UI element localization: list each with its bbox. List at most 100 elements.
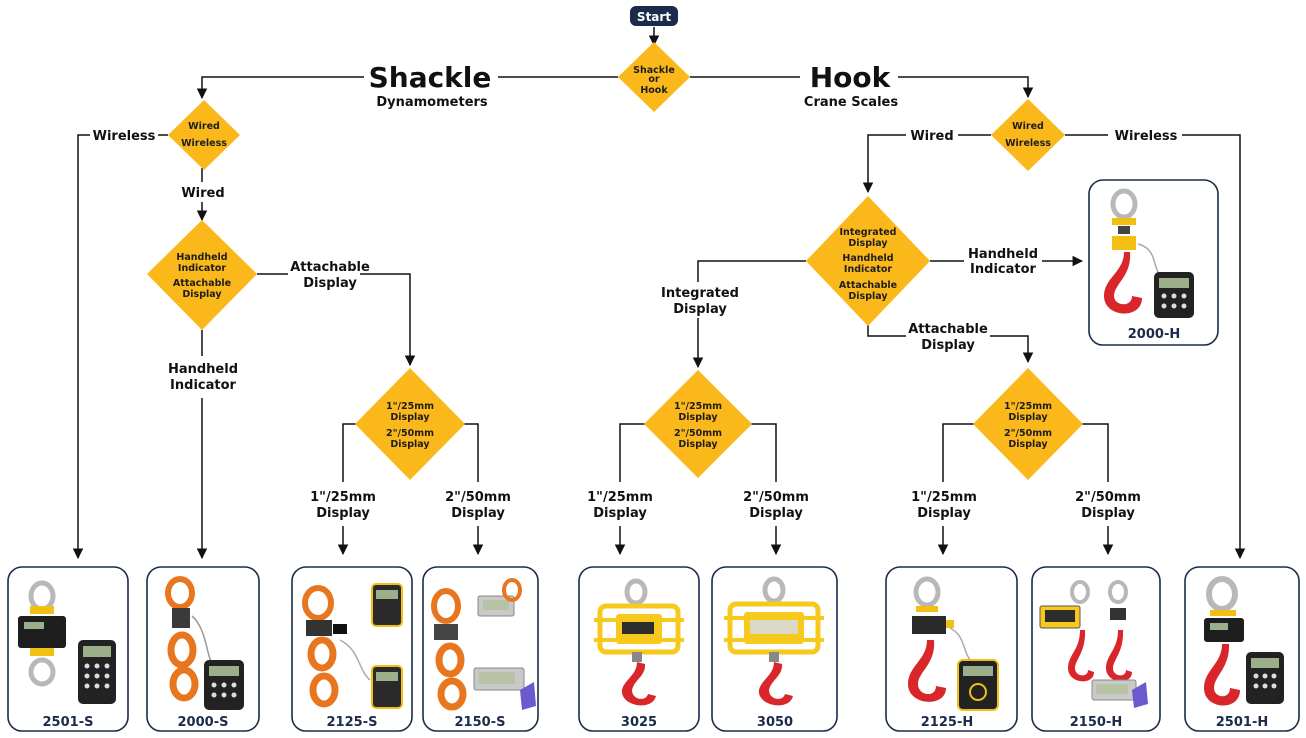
i-size-line2: Display [678,412,718,423]
product-label-3050: 3050 [757,715,793,730]
root-line1: Shackle [633,65,675,76]
label-h-attachable-1: Attachable [908,322,988,337]
indicator-line2: Indicator [178,263,226,274]
label-hook-wireless: Wireless [1115,129,1178,144]
label-s-attachable-2: Display [303,276,357,291]
product-image-2501-s [18,580,116,704]
hook-ww-line2: Wireless [1005,138,1051,149]
product-image-2150-s [431,578,536,711]
edge-s-small-top [342,423,365,482]
label-h-small-2: Display [917,506,971,521]
product-image-2150-h [1039,580,1148,708]
label-s-large-2: Display [451,506,505,521]
label-i-small-1: 1"/25mm [587,490,653,505]
hook-disp-line1: Integrated [840,227,897,238]
label-s-handheld-1: Handheld [168,362,238,377]
h-size-line1: 1"/25mm [1004,401,1052,412]
product-card-3050[interactable]: 3050 [711,566,838,732]
edge-shackle-wireless-down [72,134,90,560]
s-size-line3: 2"/50mm [386,428,434,439]
edge-integrated-top [697,260,806,282]
shackle-subtitle: Dynamometers [376,95,488,110]
decision-hook-display-type: Integrated Display Handheld Indicator At… [806,196,930,326]
hook-disp-line3: Handheld [842,253,893,264]
decision-root: Shackle or Hook [618,42,690,112]
indicator-line1: Handheld [176,252,227,263]
shackle-title: Shackle [369,61,492,94]
label-h-handheld-2: Indicator [970,262,1036,277]
edges [72,27,1246,560]
product-card-2150-h[interactable]: 2150-H [1031,566,1161,732]
product-image-2125-h [908,576,999,711]
decision-hook-wired-wireless: Wired Wireless [991,99,1065,171]
edge-hook-wired-wireless [898,76,1034,99]
h-size-line2: Display [1008,412,1048,423]
i-size-line3: 2"/50mm [674,428,722,439]
label-i-small-2: Display [593,506,647,521]
s-size-line4: Display [390,439,430,450]
indicator-line4: Display [182,289,222,300]
product-label-2125-s: 2125-S [327,715,378,730]
product-card-3025[interactable]: 3025 [578,566,700,732]
decision-indicator-display: Handheld Indicator Attachable Display [147,220,257,330]
product-card-2125-s[interactable]: 2125-S [291,566,413,732]
product-label-2501-h: 2501-H [1216,715,1268,730]
edge-hook-wired-down [862,134,906,194]
i-size-line1: 1"/25mm [674,401,722,412]
label-integrated-2: Display [673,302,727,317]
label-integrated-1: Integrated [661,286,739,301]
hook-disp-line2: Display [848,238,888,249]
edge-hook-attachable-left [867,322,906,337]
product-image-3050 [724,576,824,706]
label-h-attachable-2: Display [921,338,975,353]
edge-i-small-top [619,423,650,482]
product-label-3025: 3025 [621,715,657,730]
label-h-handheld-1: Handheld [968,247,1038,262]
edge-attachable-right [360,273,416,367]
edge-h-large-top [1078,423,1109,482]
product-image-2125-s [302,583,403,709]
product-card-2000-s[interactable]: 2000-S [146,566,260,732]
h-size-line4: Display [1008,439,1048,450]
product-image-3025 [594,578,684,706]
hook-title: Hook [810,61,892,94]
label-shackle-wired: Wired [181,186,224,201]
label-s-small-1: 1"/25mm [310,490,376,505]
decision-shackle-display-size: 1"/25mm Display 2"/50mm Display [355,368,465,480]
product-label-2150-s: 2150-S [455,715,506,730]
decision-integrated-display-size: 1"/25mm Display 2"/50mm Display [644,370,752,478]
decision-shackle-wired-wireless: Wired Wireless [168,100,240,170]
label-i-large-1: 2"/50mm [743,490,809,505]
hook-subtitle: Crane Scales [804,95,898,110]
label-s-handheld-2: Indicator [170,378,236,393]
i-size-line4: Display [678,439,718,450]
product-label-2501-s: 2501-S [43,715,94,730]
edge-s-large-top [455,423,479,482]
s-size-line1: 1"/25mm [386,401,434,412]
product-card-2125-h[interactable]: 2125-H [885,566,1018,732]
product-card-2501-h[interactable]: 2501-H [1184,566,1300,732]
s-size-line2: Display [390,412,430,423]
product-card-2501-s[interactable]: 2501-S [7,566,129,732]
product-card-2000-h[interactable]: 2000-H [1088,179,1219,346]
root-line2: or [648,74,660,85]
edge-shackle-wired-wireless [196,76,364,100]
product-label-2125-h: 2125-H [921,715,973,730]
indicator-line3: Attachable [173,278,231,289]
edge-i-large-top [744,423,777,482]
label-shackle-wireless: Wireless [93,129,156,144]
product-card-2150-s[interactable]: 2150-S [422,566,539,732]
h-size-line3: 2"/50mm [1004,428,1052,439]
label-s-large-1: 2"/50mm [445,490,511,505]
label-s-attachable-1: Attachable [290,260,370,275]
product-image-2000-h [1104,188,1194,318]
hook-disp-line6: Display [848,291,888,302]
label-h-small-1: 1"/25mm [911,490,977,505]
root-line3: Hook [640,85,668,96]
edge-hook-wireless-down [1182,134,1246,560]
start-label: Start [637,10,671,24]
hook-disp-line5: Attachable [839,280,897,291]
label-h-large-2: Display [1081,506,1135,521]
product-label-2000-h: 2000-H [1128,327,1180,342]
